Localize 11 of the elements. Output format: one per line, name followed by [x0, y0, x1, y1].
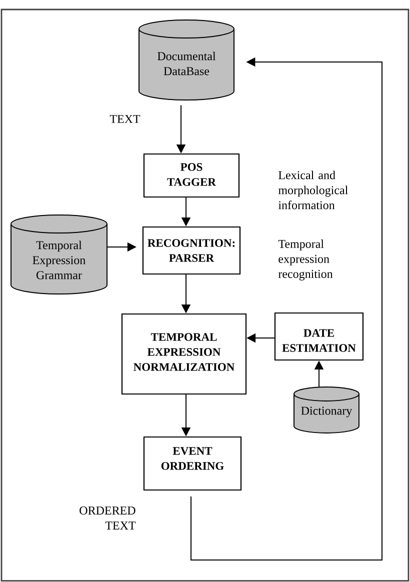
process-box: RECOGNITION: PARSER	[142, 226, 241, 275]
edge-label: TEXT	[108, 114, 142, 124]
process-box: DATE ESTIMATION	[274, 312, 364, 361]
process-box: TEMPORAL EXPRESSION NORMALIZATION	[121, 313, 247, 395]
database-cylinder: Dictionary	[294, 386, 360, 434]
side-note: Temporal expression recognition	[278, 240, 333, 280]
side-note: Lexical and morphological information	[278, 170, 348, 210]
process-box: EVENT ORDERING	[143, 436, 242, 491]
database-cylinder: Temporal Expression Grammar	[10, 214, 108, 294]
process-box: POS TAGGER	[143, 153, 240, 198]
database-cylinder: Documental DataBase	[138, 20, 234, 100]
